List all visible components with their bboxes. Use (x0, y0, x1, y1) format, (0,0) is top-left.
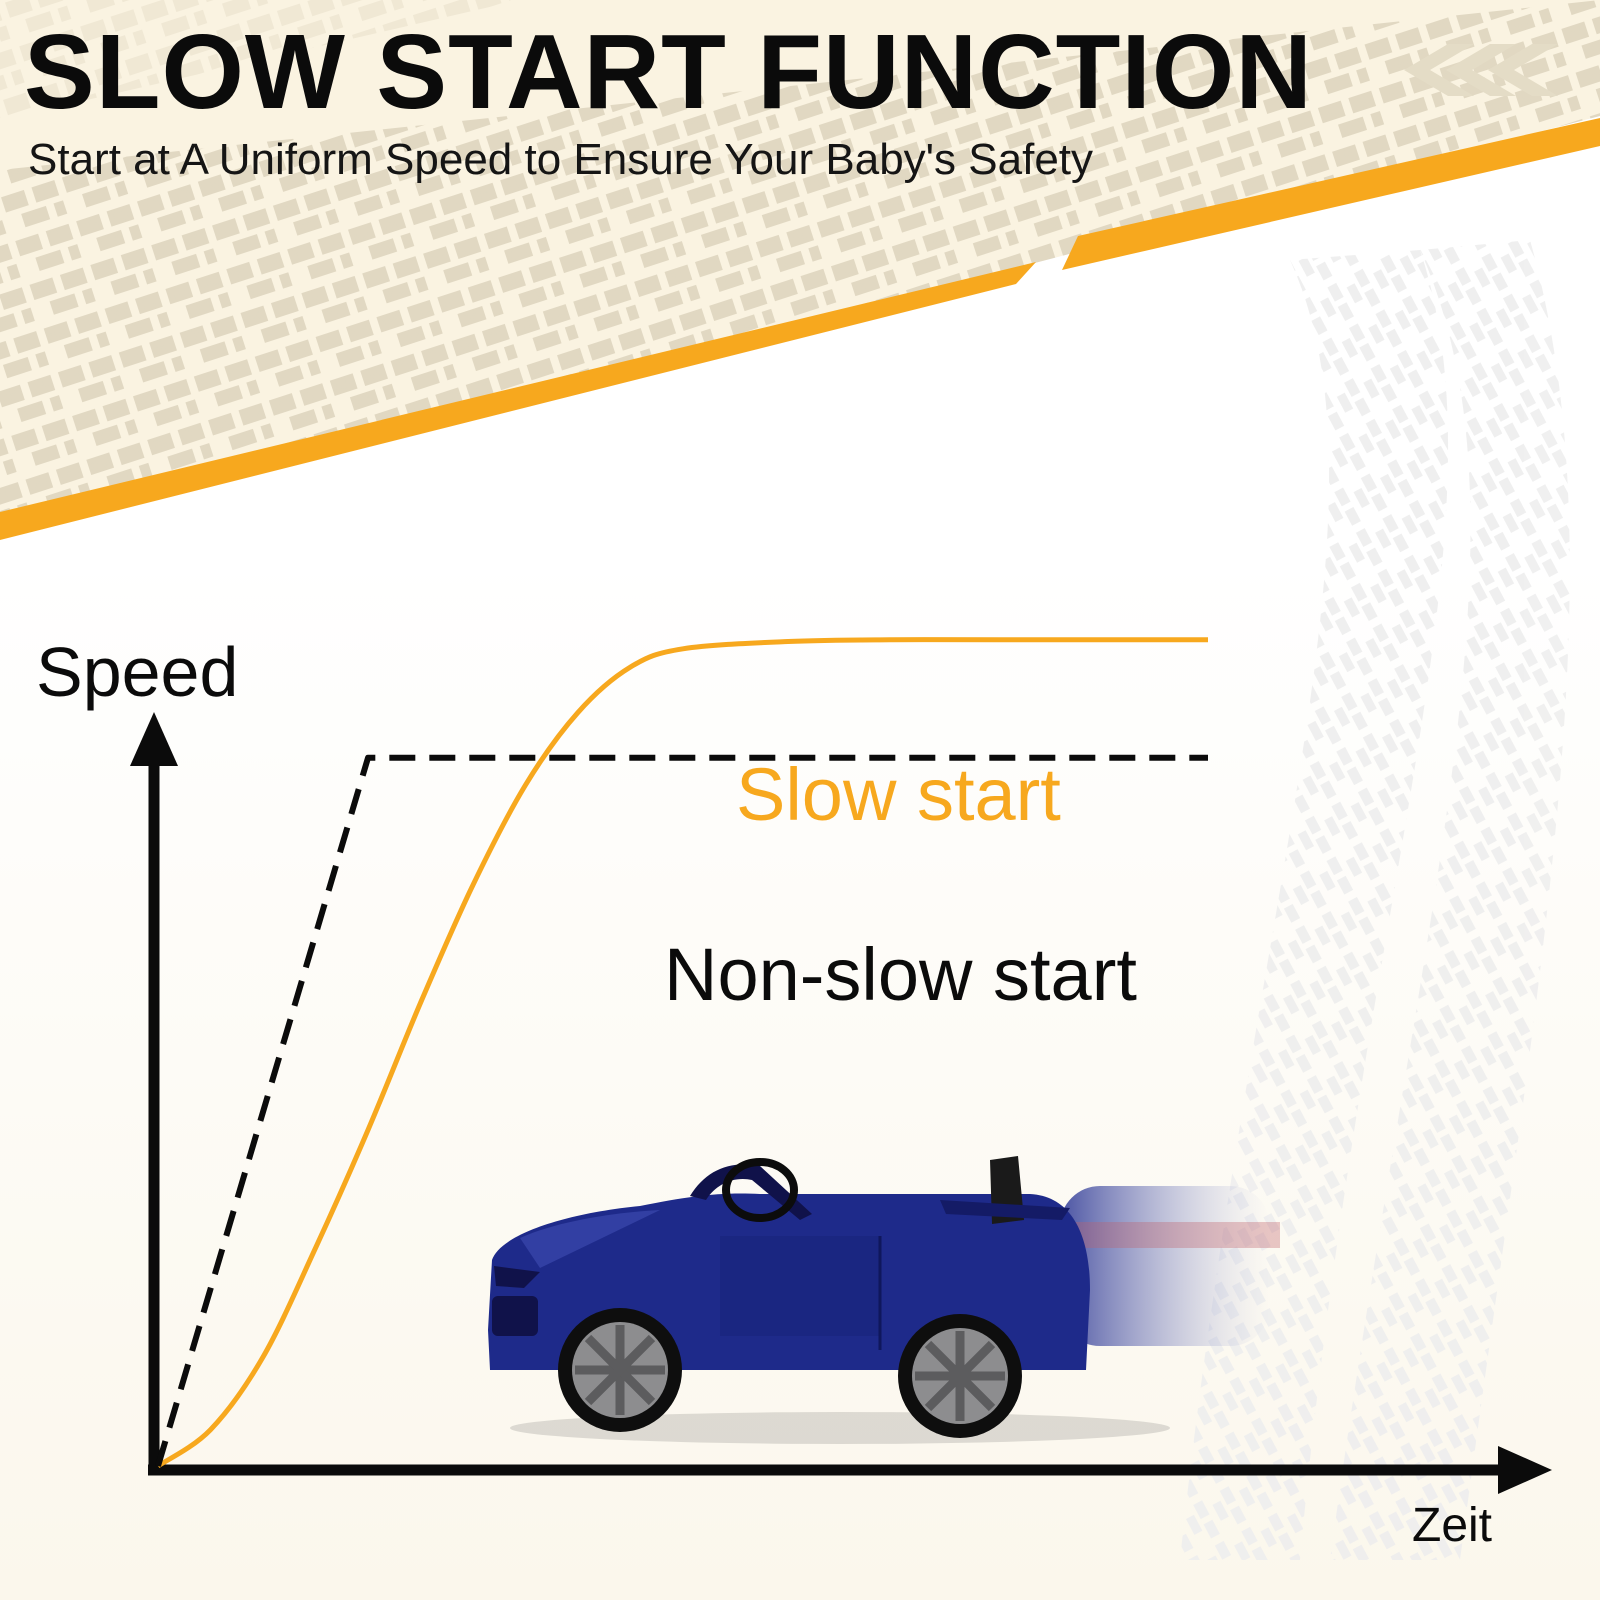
y-axis-label: Speed (36, 633, 239, 711)
series-label-non-slow-start: Non-slow start (664, 933, 1137, 1016)
series-label-slow-start: Slow start (736, 753, 1061, 836)
x-axis-label: Zeit (1412, 1499, 1493, 1552)
page-title: SLOW START FUNCTION (24, 13, 1313, 131)
series-line-non-slow-start (155, 754, 1208, 1467)
x-axis-arrow (1498, 1446, 1552, 1494)
page-subtitle: Start at A Uniform Speed to Ensure Your … (28, 135, 1094, 184)
tire-track-pattern-top (0, 0, 520, 120)
orange-stripe-right (1062, 118, 1600, 270)
double-chevron-left-icon (1404, 44, 1558, 96)
chart-axes (130, 712, 1552, 1494)
tire-track-pattern (0, 0, 1600, 532)
y-axis-arrow (130, 712, 178, 766)
chart-series (155, 637, 1208, 1469)
series-line-slow-start (156, 637, 1208, 1469)
orange-stripe-left (0, 262, 1036, 540)
ride-on-car-image (488, 1156, 1280, 1444)
